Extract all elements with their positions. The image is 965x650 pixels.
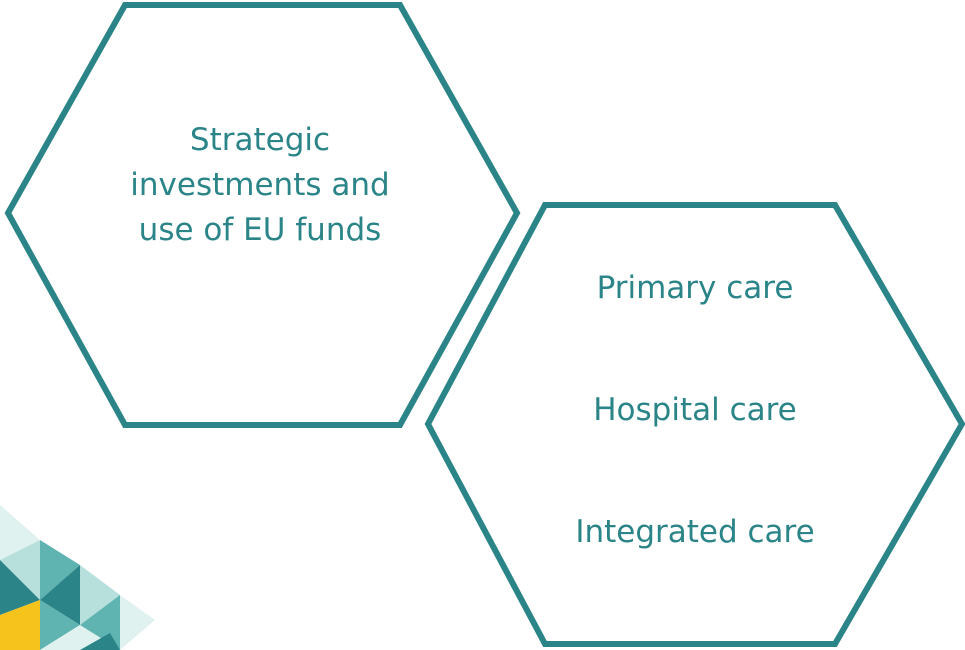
hexagon-shape-2 [424,202,965,647]
triangle-mosaic-icon [0,505,155,650]
mosaic-triangle [40,565,80,625]
mosaic-triangle [40,600,80,650]
hexagon-1-line-3: use of EU funds [138,212,382,248]
mosaic-triangle [0,560,40,615]
hexagon-shape-1 [4,2,521,428]
mosaic-triangle [0,505,40,560]
hexagon-1-label: Strategic investments and use of EU fund… [110,118,410,253]
mosaic-triangle [0,540,40,600]
mosaic-triangle [0,600,40,650]
hexagon-2-line-3: Integrated care [575,514,815,550]
hexagon-1-line-2: investments and [130,167,390,203]
hexagon-2-line-1: Primary care [596,270,794,306]
mosaic-triangle [120,595,155,650]
hexagon-2-label: Primary care Hospital care Integrated ca… [545,266,845,555]
mosaic-triangle [40,540,80,600]
hexagon-1-line-1: Strategic [189,122,331,158]
mosaic-triangle [80,633,120,650]
hexagon-2-line-2: Hospital care [593,392,797,428]
mosaic-triangle [80,565,120,625]
